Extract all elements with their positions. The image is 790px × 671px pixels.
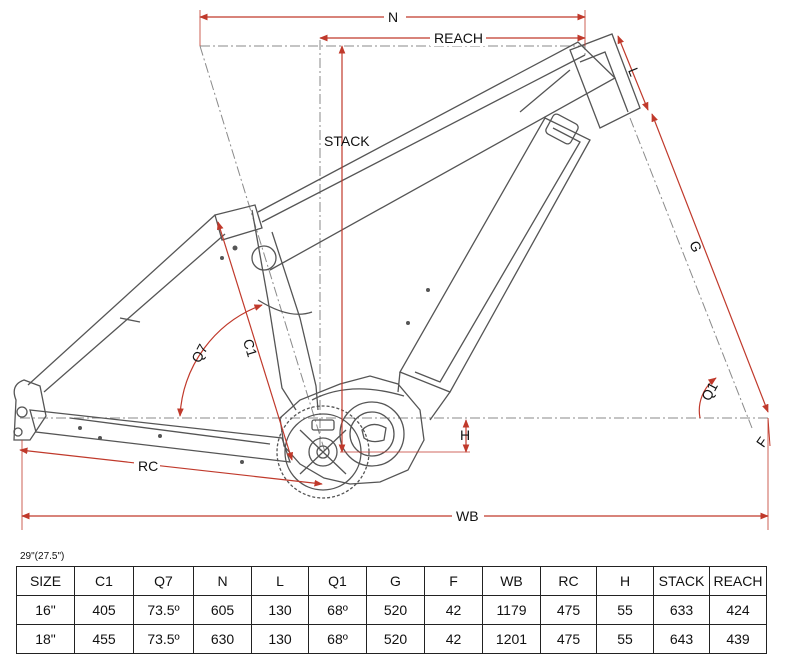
label-h: H bbox=[460, 427, 470, 443]
table-cell: 1201 bbox=[482, 624, 541, 654]
header-wb: WB bbox=[482, 566, 541, 596]
wheel-size-note: 29"(27.5") bbox=[20, 551, 65, 562]
header-g: G bbox=[366, 566, 425, 596]
table-cell: 405 bbox=[74, 595, 134, 625]
table-cell: 1179 bbox=[482, 595, 541, 625]
table-cell: 520 bbox=[366, 595, 425, 625]
table-cell: 73.5º bbox=[133, 624, 194, 654]
header-l: L bbox=[251, 566, 309, 596]
table-cell: 42 bbox=[424, 624, 483, 654]
table-cell: 439 bbox=[709, 624, 767, 654]
label-wb: WB bbox=[456, 508, 479, 524]
dimension-lines bbox=[19, 10, 771, 530]
table-cell: 68º bbox=[308, 595, 367, 625]
label-g: G bbox=[686, 238, 705, 254]
table-cell: 55 bbox=[596, 595, 654, 625]
frame-outline bbox=[13, 33, 641, 499]
header-f: F bbox=[424, 566, 483, 596]
table-row: 18" 455 73.5º 630 130 68º 520 42 1201 47… bbox=[16, 624, 767, 654]
label-reach: REACH bbox=[434, 30, 483, 46]
label-q1: Q1 bbox=[698, 379, 721, 403]
label-q7: Q7 bbox=[188, 341, 211, 365]
header-q1: Q1 bbox=[308, 566, 367, 596]
table-cell: 42 bbox=[424, 595, 483, 625]
header-h: H bbox=[596, 566, 654, 596]
table-cell: 18" bbox=[16, 624, 75, 654]
table-cell: 630 bbox=[193, 624, 252, 654]
table-cell: 55 bbox=[596, 624, 654, 654]
table-cell: 424 bbox=[709, 595, 767, 625]
table-cell: 455 bbox=[74, 624, 134, 654]
header-rc: RC bbox=[540, 566, 597, 596]
table-row: 16" 405 73.5º 605 130 68º 520 42 1179 47… bbox=[16, 595, 767, 625]
table-cell: 475 bbox=[540, 595, 597, 625]
geometry-table: SIZE C1 Q7 N L Q1 G F WB RC H STACK REAC… bbox=[16, 566, 767, 654]
table-cell: 130 bbox=[251, 595, 309, 625]
label-rc: RC bbox=[138, 458, 158, 474]
header-reach: REACH bbox=[709, 566, 767, 596]
table-cell: 520 bbox=[366, 624, 425, 654]
label-c1: C1 bbox=[240, 337, 261, 359]
header-q7: Q7 bbox=[133, 566, 194, 596]
table-header-row: SIZE C1 Q7 N L Q1 G F WB RC H STACK REAC… bbox=[16, 566, 767, 596]
table-cell: 68º bbox=[308, 624, 367, 654]
table-cell: 605 bbox=[193, 595, 252, 625]
bike-frame-geometry-drawing: N REACH STACK L G C1 Q7 Q1 H F RC WB bbox=[13, 8, 771, 530]
label-stack: STACK bbox=[324, 133, 370, 149]
table-cell: 16" bbox=[16, 595, 75, 625]
header-n: N bbox=[193, 566, 252, 596]
table-cell: 130 bbox=[251, 624, 309, 654]
table-cell: 475 bbox=[540, 624, 597, 654]
table-cell: 633 bbox=[653, 595, 710, 625]
header-size: SIZE bbox=[16, 566, 75, 596]
table-cell: 643 bbox=[653, 624, 710, 654]
header-stack: STACK bbox=[653, 566, 710, 596]
header-c1: C1 bbox=[74, 566, 134, 596]
reference-lines bbox=[20, 40, 770, 453]
label-n: N bbox=[388, 9, 398, 25]
table-cell: 73.5º bbox=[133, 595, 194, 625]
